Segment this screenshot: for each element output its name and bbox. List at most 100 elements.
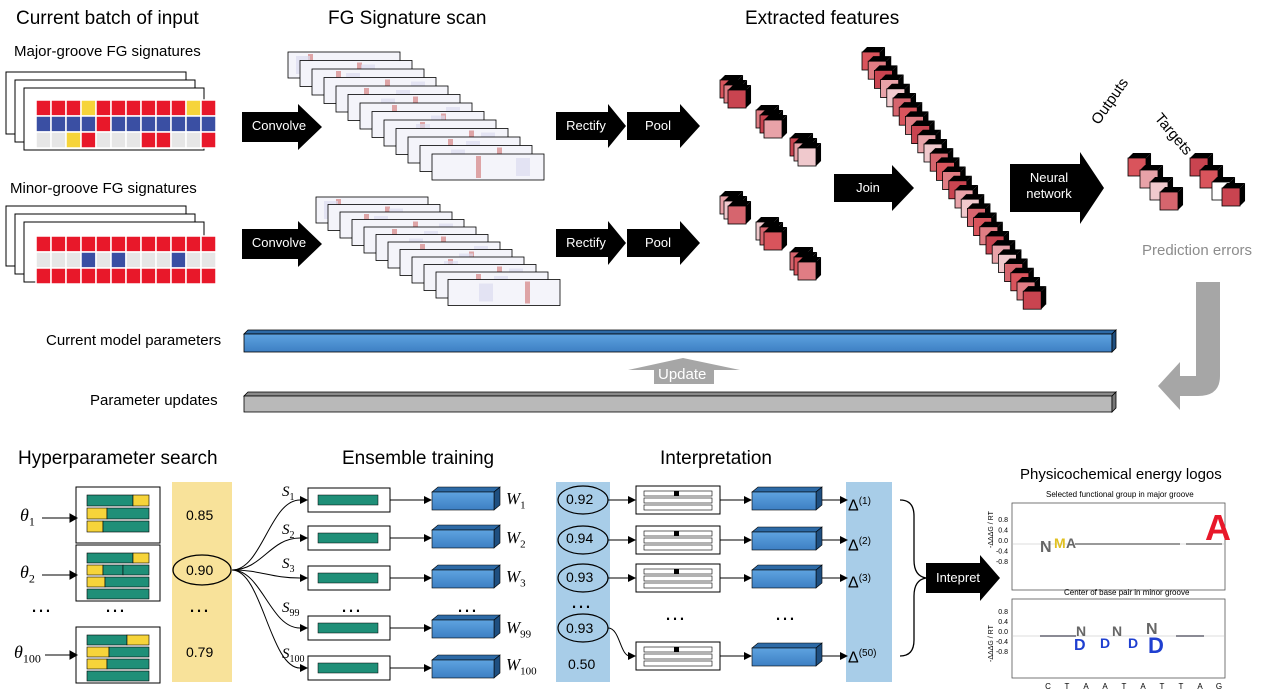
probe-row: [643, 544, 713, 551]
interpret-arrow: [926, 555, 1000, 601]
feature-cube-side: [816, 256, 822, 280]
interp-arrowhead: [744, 574, 752, 582]
minor-cell: [110, 235, 127, 253]
major-cell: [155, 115, 172, 133]
delta-brace: [899, 499, 927, 657]
update-arrow: [628, 358, 740, 384]
chain-cube-top: [998, 249, 1022, 255]
logo-minor-letter: N: [1112, 623, 1122, 639]
chain-cube-top: [973, 212, 997, 218]
sample-curve: [231, 537, 301, 571]
minor-cell: [50, 235, 67, 253]
major-cell: [170, 99, 187, 117]
target-cube-top: [1222, 182, 1246, 188]
major-cell: [185, 115, 202, 133]
chain-cube-top: [874, 65, 898, 71]
major-cell: [125, 99, 142, 117]
output-cubes: [1127, 152, 1184, 211]
feature-cube-face: [797, 147, 817, 167]
logo-minor-letter: N: [1076, 623, 1086, 639]
major-cell: [125, 115, 142, 133]
feature-cube-top: [794, 251, 818, 257]
major-cell: [95, 99, 112, 117]
interp-score-4: 0.93: [566, 620, 594, 636]
chain-cube-top: [930, 148, 954, 154]
model-block-top: [751, 564, 823, 571]
feature-cube-top: [760, 109, 784, 115]
logo-minor-letter: D: [1128, 635, 1138, 651]
sample-bar: [317, 662, 379, 674]
logo-xbase: T: [1179, 682, 1184, 691]
minor-cell: [35, 251, 52, 269]
minor-cell: [110, 251, 127, 269]
config-bar: [86, 552, 134, 564]
chain-cube-top: [936, 157, 960, 163]
sample-arrowhead: [300, 496, 308, 504]
minor-cell: [80, 235, 97, 253]
weight-block: [431, 619, 495, 639]
major-cell: [170, 115, 187, 133]
chain-cube-top: [948, 175, 972, 181]
minor-groove-label: Minor-groove FG signatures: [10, 180, 197, 197]
config-bar: [132, 552, 150, 564]
minor-cell: [155, 235, 172, 253]
update-label: Update: [658, 366, 707, 383]
section-title-logos: Physicochemical energy logos: [1020, 466, 1222, 483]
chain-cube-top: [961, 194, 985, 200]
feature-cube-top: [790, 132, 814, 138]
feature-cube-top: [756, 216, 780, 222]
config-bar: [122, 564, 150, 576]
feature-cube-top: [790, 246, 814, 252]
delta-column: [846, 482, 892, 682]
target-cube-top: [1212, 176, 1236, 182]
sample-arrowhead: [300, 624, 308, 632]
scan-hotspot: [476, 156, 481, 178]
train-arrowhead: [424, 664, 432, 672]
probe-row: [643, 504, 713, 511]
chain-cube-top: [955, 184, 979, 190]
logo-xbase: T: [1065, 682, 1070, 691]
hyperparameter-configs: [75, 486, 161, 684]
major-cell: [110, 115, 127, 133]
feature-cube-top: [724, 79, 748, 85]
param-updates-label: Parameter updates: [90, 392, 218, 409]
feature-cube-face: [727, 89, 747, 109]
parameter-updates-bar: [243, 391, 1117, 413]
weight-block-top: [431, 564, 501, 571]
minor-cell: [95, 235, 112, 253]
major-cell: [140, 115, 157, 133]
train-arrowhead: [424, 574, 432, 582]
minor-cell: [140, 267, 157, 285]
feature-cube-top: [756, 104, 780, 110]
feature-cube-side: [746, 84, 752, 108]
minor-cell: [65, 267, 82, 285]
logo-minor-ytick: 0.4: [998, 619, 1008, 626]
interpret-label: Intepret: [935, 570, 981, 585]
major-cell: [35, 115, 52, 133]
chain-cube-top: [967, 203, 991, 209]
chain-cube-top: [911, 120, 935, 126]
chain-cube-top: [1017, 276, 1041, 282]
major-cell: [200, 115, 217, 133]
logo-minor-letter: N: [1146, 621, 1158, 638]
chain-cube-top: [1010, 267, 1034, 273]
minor-cell: [80, 267, 97, 285]
theta-100: θ100: [14, 642, 41, 666]
minor-cell: [50, 267, 67, 285]
ensemble-rows: [231, 486, 501, 681]
interp-arrowhead: [744, 496, 752, 504]
rectify-arrow-major: [556, 104, 626, 148]
weight-block: [431, 659, 495, 679]
weight-block-top: [431, 654, 501, 661]
major-cell: [185, 99, 202, 117]
feature-cube-side: [782, 114, 788, 138]
chain-cube-top: [986, 230, 1010, 236]
section-title-ensemble: Ensemble training: [342, 448, 495, 469]
logo-xbase: A: [1083, 682, 1089, 691]
major-cell: [140, 99, 157, 117]
logo-panel-major: [1011, 502, 1226, 591]
interp-score-column: [556, 482, 610, 682]
target-cube-top: [1190, 152, 1214, 158]
scan-shade: [479, 283, 493, 302]
model-block: [751, 569, 817, 589]
